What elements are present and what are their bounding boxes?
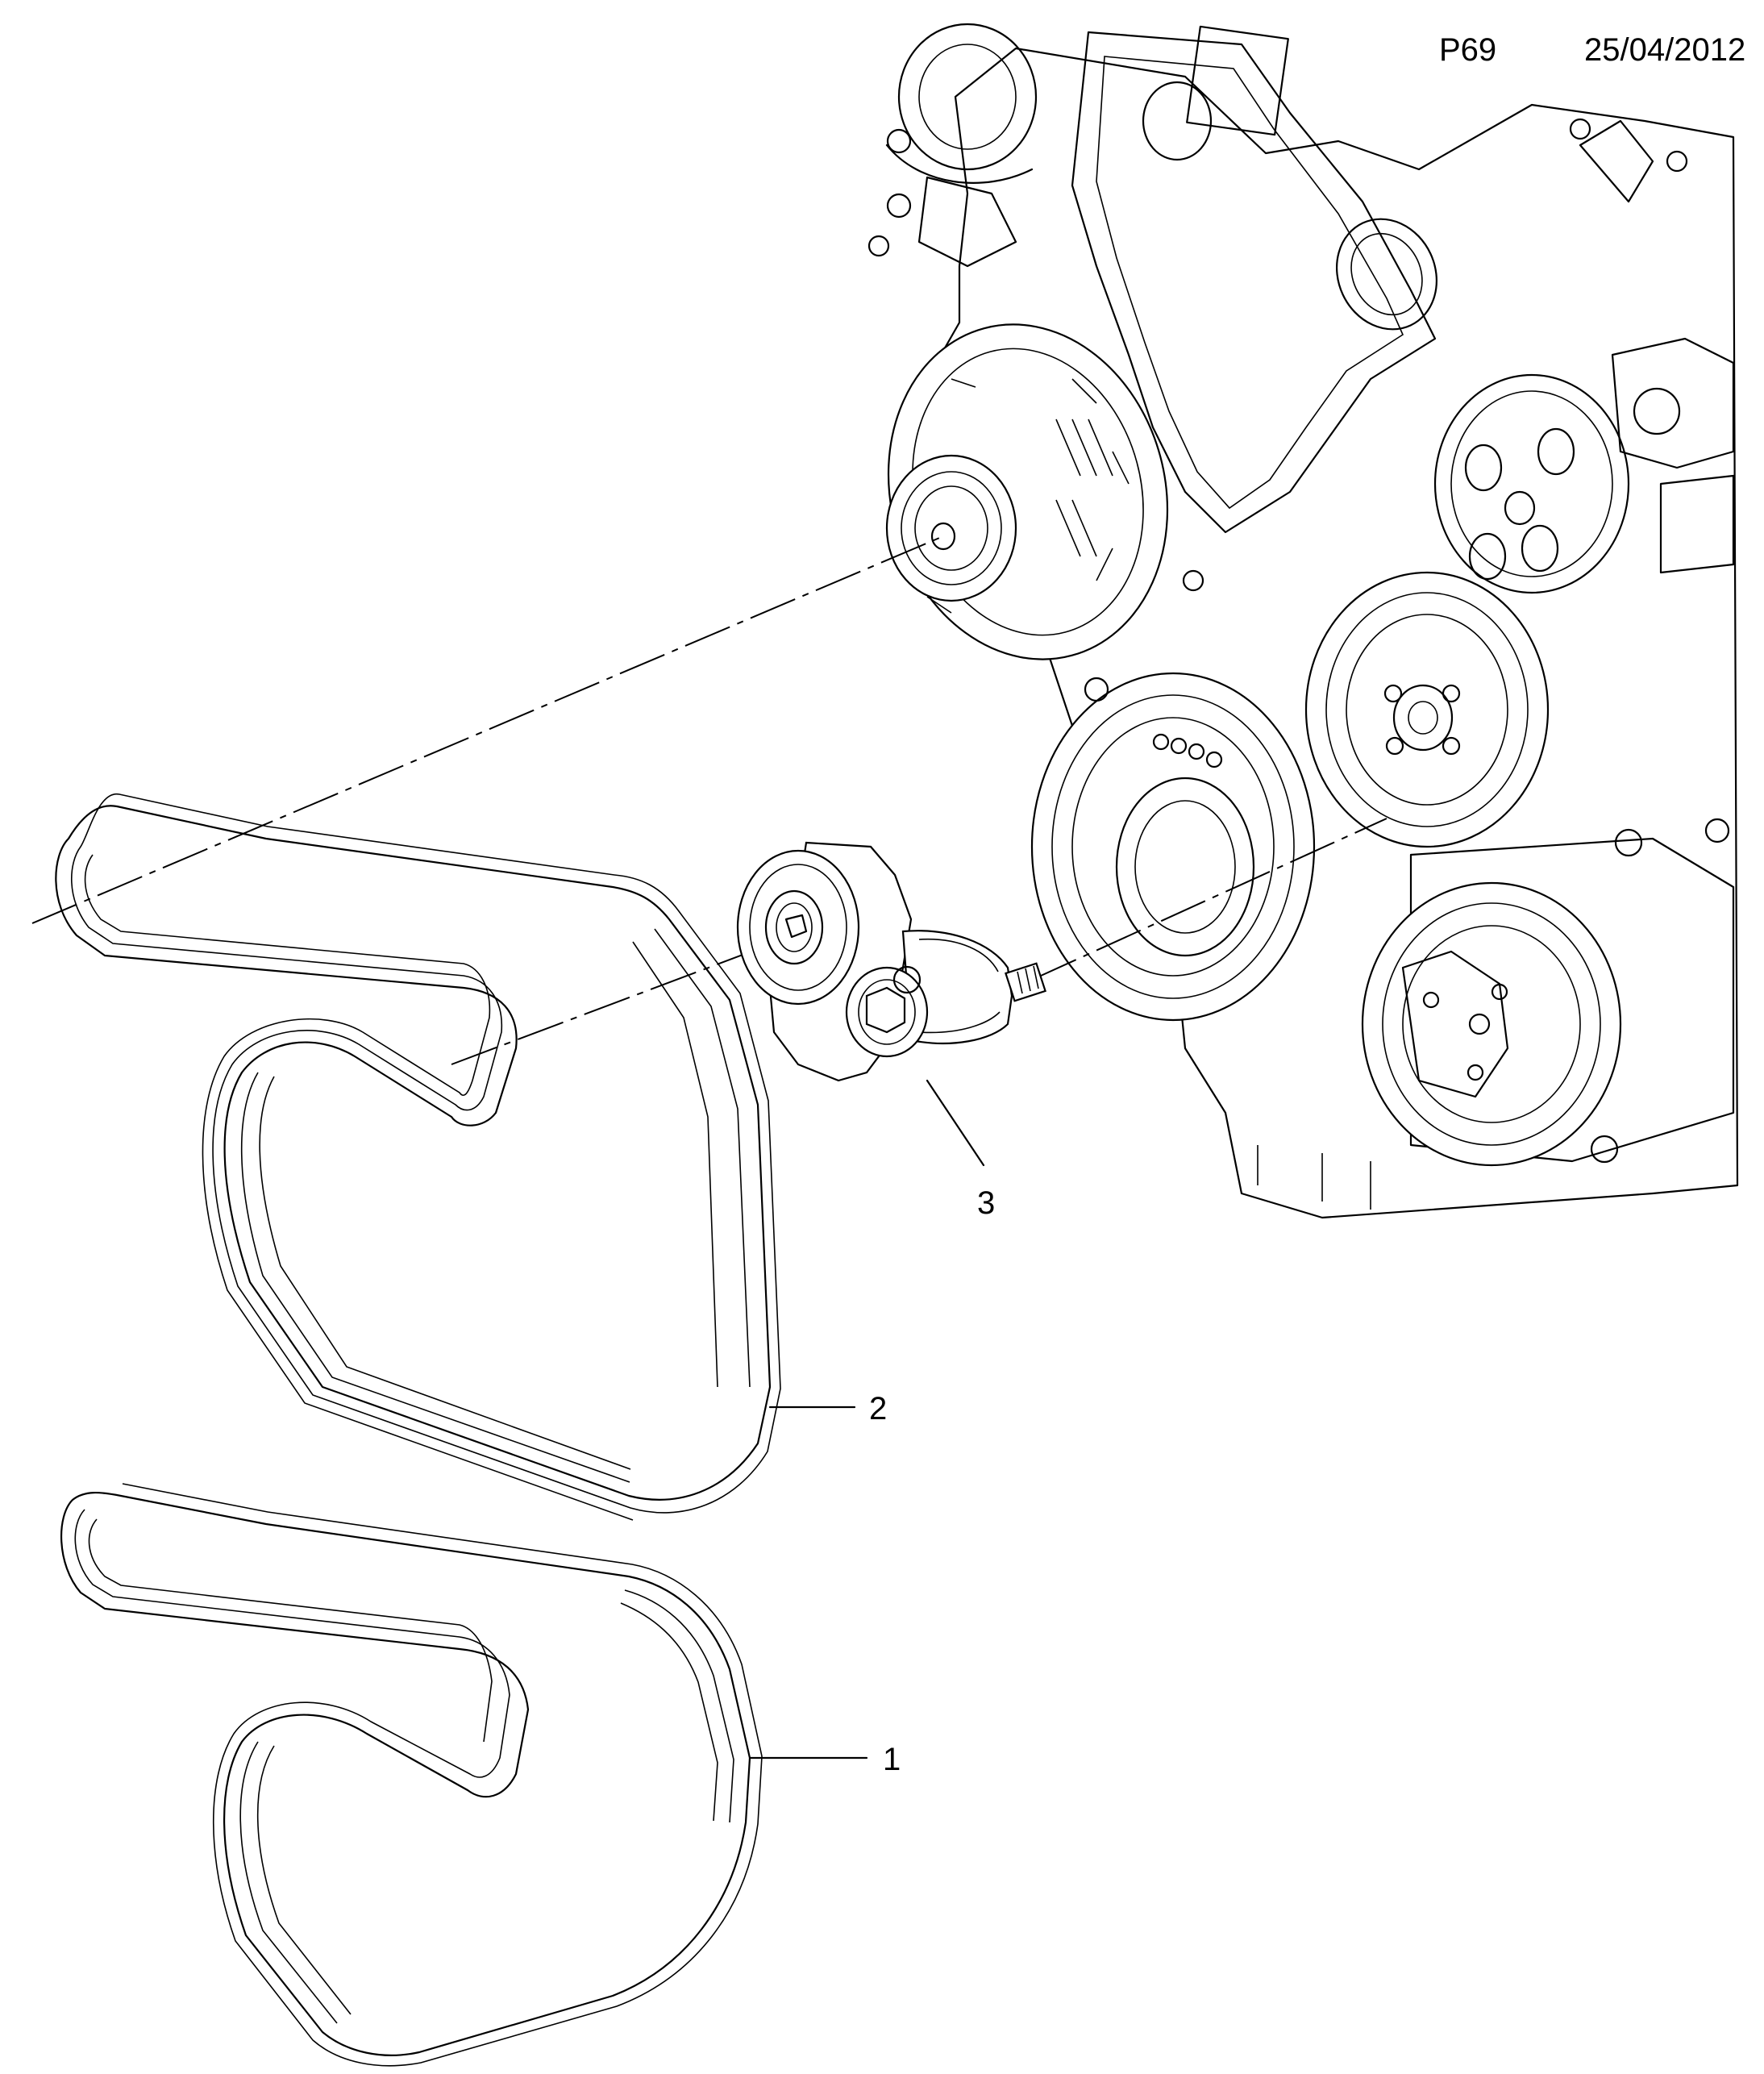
engine-assembly xyxy=(867,23,1739,1219)
crankshaft-pulley xyxy=(1030,672,1316,1022)
diagram-date: 25/04/2012 xyxy=(1584,32,1745,68)
tensioner-centerline xyxy=(451,935,795,1065)
alternator xyxy=(885,323,1169,660)
power-steering-pulley xyxy=(1433,373,1630,594)
callout-1-label: 1 xyxy=(883,1742,901,1777)
crank-centerline xyxy=(1031,818,1387,981)
callout-3-label: 3 xyxy=(977,1185,995,1221)
callout-3-leader xyxy=(926,1079,985,1167)
water-pump-pulley xyxy=(1304,571,1550,848)
ac-compressor xyxy=(1361,837,1735,1167)
page-code: P69 xyxy=(1439,32,1496,68)
belt-2 xyxy=(55,793,781,1521)
tensioner-assembly xyxy=(736,841,1046,1082)
callout-2-label: 2 xyxy=(869,1391,887,1426)
alternator-centerline xyxy=(31,535,944,924)
belt-1 xyxy=(60,1483,763,2067)
